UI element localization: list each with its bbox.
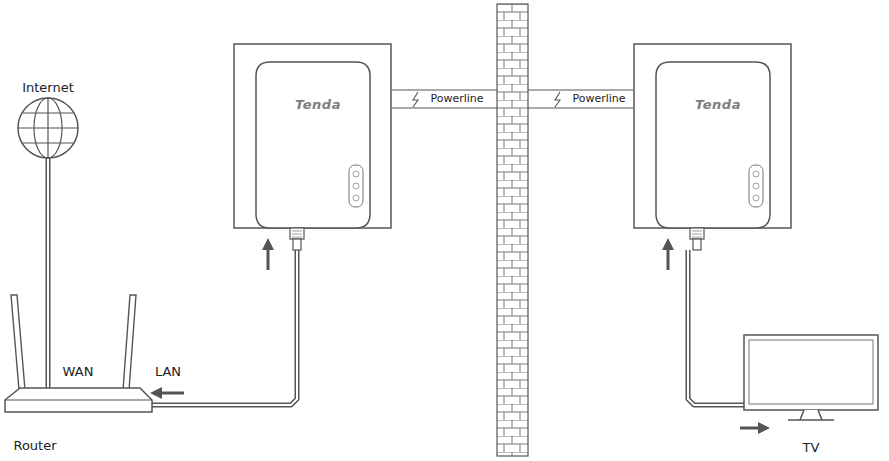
router: Router	[2, 290, 160, 460]
tv-stand	[788, 410, 834, 420]
led	[753, 171, 759, 177]
node-label: Tenda	[695, 97, 741, 113]
direction-arrow	[267, 244, 270, 270]
node-shape	[736, 330, 882, 458]
node-label: Internet	[22, 80, 74, 96]
plug-ridges	[292, 231, 302, 237]
wall-outlet	[634, 44, 791, 228]
port-label: WAN	[62, 364, 95, 380]
plug-boot	[293, 239, 301, 250]
lightning-symbol	[555, 92, 560, 107]
tv-panel	[749, 340, 873, 404]
led	[753, 195, 759, 201]
ethernet-plug	[290, 228, 304, 239]
globe	[18, 98, 78, 158]
tv-screen	[744, 335, 878, 410]
brick-wall	[497, 4, 528, 456]
wall-outlet	[234, 44, 391, 228]
direction-arrow	[156, 392, 184, 395]
led-panel	[349, 165, 363, 207]
adapter-body	[656, 62, 770, 228]
ethernet-plug	[690, 228, 704, 239]
cable	[48, 158, 49, 388]
link-label: Powerline	[429, 91, 484, 107]
router-body	[5, 388, 152, 412]
link-label: Powerline	[571, 91, 626, 107]
node-shape	[633, 43, 792, 250]
led	[753, 183, 759, 189]
connector-core	[688, 250, 744, 405]
router-antenna	[11, 295, 25, 390]
connector-core	[152, 250, 297, 405]
powerline-adapter: Tenda	[633, 43, 792, 250]
led	[353, 183, 359, 189]
cable	[688, 250, 744, 405]
led	[353, 195, 359, 201]
node-label: Router	[13, 438, 56, 454]
node-shape	[2, 290, 160, 460]
plug-ridges	[692, 231, 702, 237]
led	[353, 171, 359, 177]
powerline-adapter: Tenda	[233, 43, 392, 250]
adapter-body	[256, 62, 370, 228]
led-panel	[749, 165, 763, 207]
node-label: Tenda	[295, 97, 341, 113]
connector-outline	[46, 158, 51, 388]
node-shape	[233, 43, 392, 250]
cable	[152, 250, 297, 405]
brick-wall	[497, 4, 528, 456]
direction-arrow	[667, 244, 670, 270]
tv: TV	[736, 330, 882, 458]
port-label: LAN	[154, 364, 182, 380]
plug-boot	[693, 239, 701, 250]
globe-grid	[18, 98, 78, 158]
lightning-symbol	[413, 92, 418, 107]
router-edge	[5, 399, 152, 400]
connector-outline	[152, 250, 297, 405]
node-label: TV	[803, 440, 820, 456]
router-antenna	[123, 295, 136, 390]
connector-core	[47, 158, 49, 388]
internet-globe: Internet	[10, 80, 86, 160]
connector-outline	[688, 250, 744, 405]
direction-arrow	[740, 427, 764, 430]
